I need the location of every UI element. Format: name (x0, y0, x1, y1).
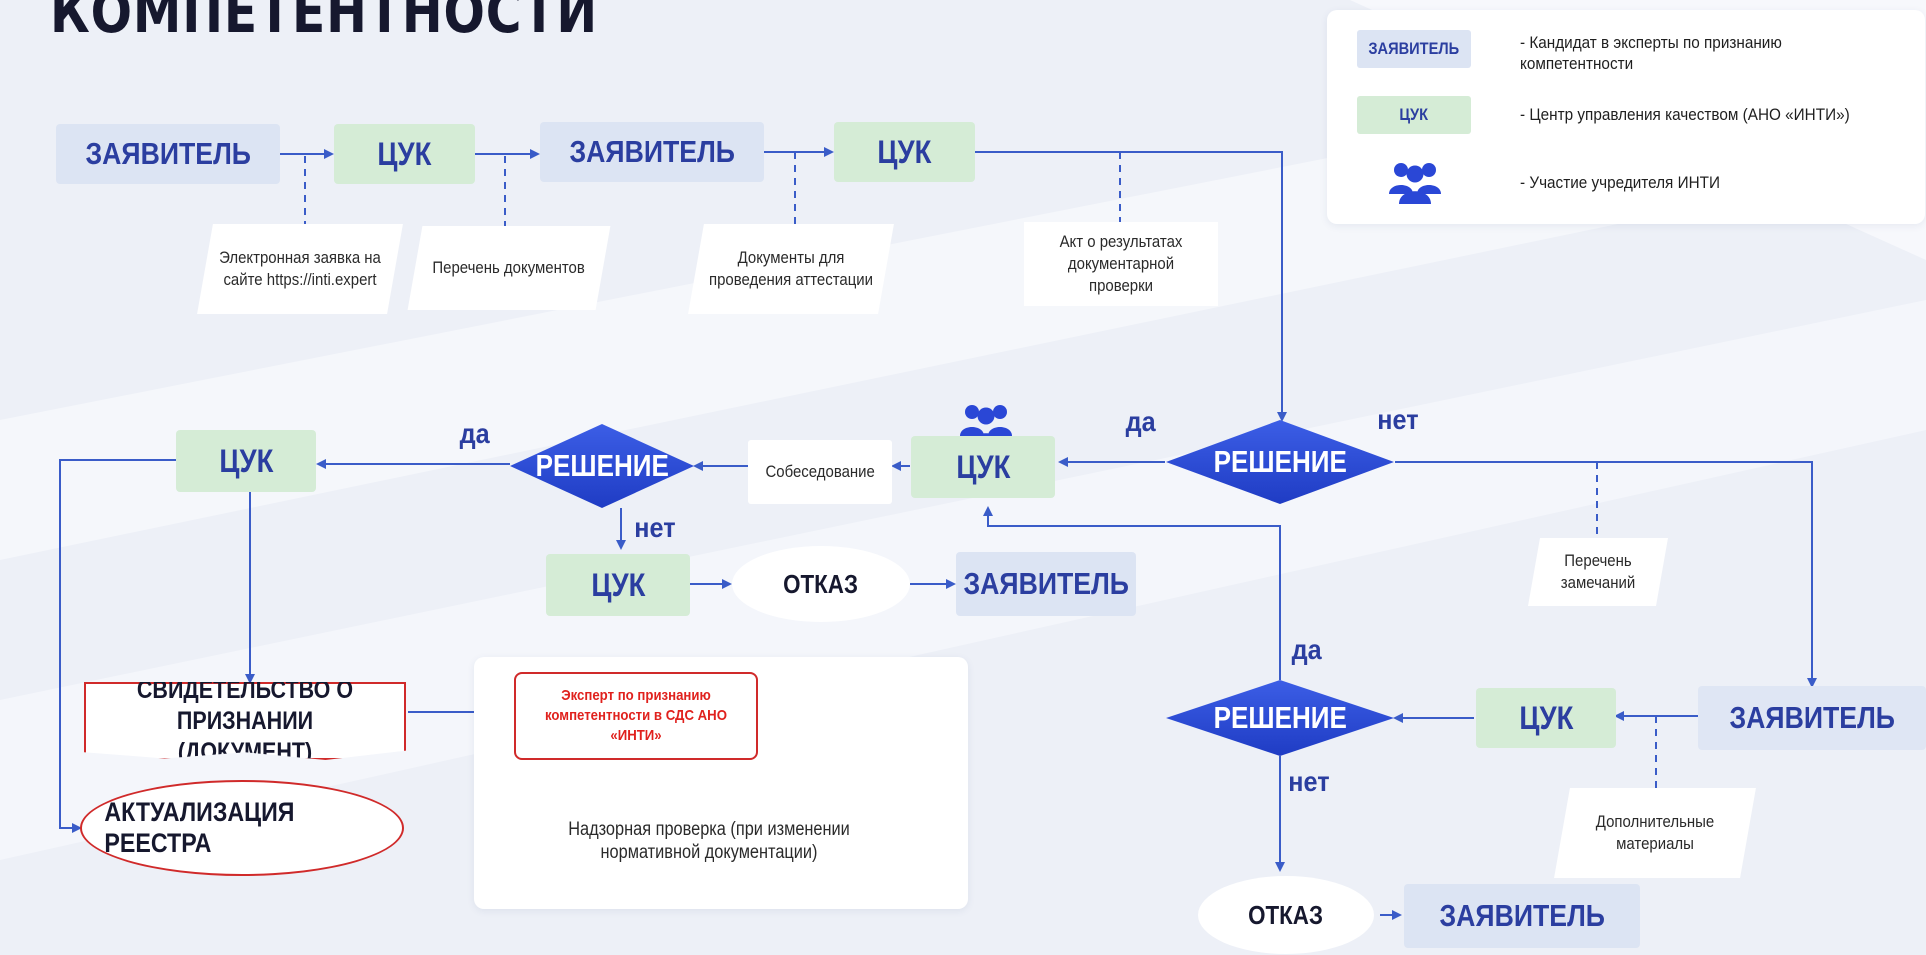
center-interview-box: ЦУК (911, 436, 1055, 498)
note-interview: Собеседование (748, 440, 892, 504)
decision-main-no-label: нет (1377, 404, 1419, 435)
decision-rework-yes-label: да (1291, 634, 1322, 665)
page-title: КОМПЕТЕНТНОСТИ (50, 0, 599, 46)
center-rework-box: ЦУК (1476, 688, 1616, 748)
applicant-box-2: ЗАЯВИТЕЛЬ (540, 122, 764, 182)
note-application: Электронная заявка на сайте https://inti… (197, 224, 403, 314)
refusal-oval-2: ОТКАЗ (1198, 876, 1374, 954)
center-box-1: ЦУК (334, 124, 475, 184)
applicant-rework-box: ЗАЯВИТЕЛЬ (1698, 686, 1926, 750)
legend-applicant-desc: - Кандидат в эксперты по признанию компе… (1520, 33, 1782, 73)
note-extra-materials: Дополнительные материалы (1554, 788, 1756, 878)
note-remarks: Перечень замечаний (1528, 538, 1668, 606)
note-doc-list: Перечень документов (407, 226, 611, 310)
applicant-refused-box-2: ЗАЯВИТЕЛЬ (1404, 884, 1640, 948)
expert-box: Эксперт по признанию компетентности в СД… (514, 672, 758, 760)
center-box-2: ЦУК (834, 122, 975, 182)
legend-center-chip: ЦУК (1357, 96, 1471, 134)
certificate-box: СВИДЕТЕЛЬСТВО О ПРИЗНАНИИ (ДОКУМЕНТ) (84, 682, 406, 760)
legend-center-desc: - Центр управления качеством (АНО «ИНТИ»… (1520, 105, 1850, 124)
refusal-oval-1: ОТКАЗ (732, 546, 910, 622)
center-no-box: ЦУК (546, 554, 690, 616)
decision-interview-yes-label: да (459, 418, 490, 449)
decision-main-yes-label: да (1125, 406, 1156, 437)
note-check-act: Акт о результатах документарной проверки (1024, 222, 1218, 306)
legend-applicant-chip: ЗАЯВИТЕЛЬ (1357, 30, 1471, 68)
registry-oval: АКТУАЛИЗАЦИЯ РЕЕСТРА (80, 780, 404, 876)
applicant-refused-box-1: ЗАЯВИТЕЛЬ (956, 552, 1136, 616)
center-yes-box: ЦУК (176, 430, 316, 492)
supervision-note: Надзорная проверка (при изменении нормат… (506, 810, 912, 890)
people-group-icon (1389, 163, 1441, 204)
decision-rework-no-label: нет (1288, 766, 1330, 797)
legend-founder-desc: - Участие учредителя ИНТИ (1520, 173, 1720, 192)
decision-interview-no-label: нет (634, 512, 676, 543)
note-attestation-docs: Документы для проведения аттестации (688, 224, 894, 314)
legend-card: ЗАЯВИТЕЛЬ - Кандидат в эксперты по призн… (1327, 10, 1925, 224)
applicant-box-1: ЗАЯВИТЕЛЬ (56, 124, 280, 184)
